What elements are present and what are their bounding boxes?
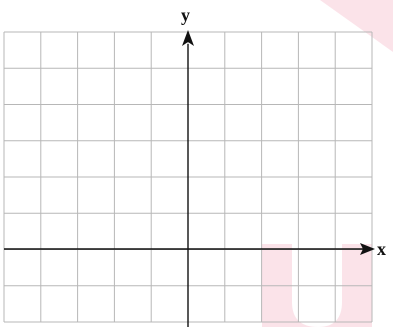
watermark	[262, 0, 393, 327]
y-axis-label: y	[181, 5, 190, 25]
x-axis-label: x	[377, 239, 386, 259]
watermark-top-right-shape	[320, 0, 393, 52]
axes: x y	[4, 5, 386, 327]
x-axis-arrowhead	[360, 243, 375, 255]
watermark-bottom-right-shape	[262, 244, 372, 327]
y-axis-arrowhead	[182, 30, 194, 46]
